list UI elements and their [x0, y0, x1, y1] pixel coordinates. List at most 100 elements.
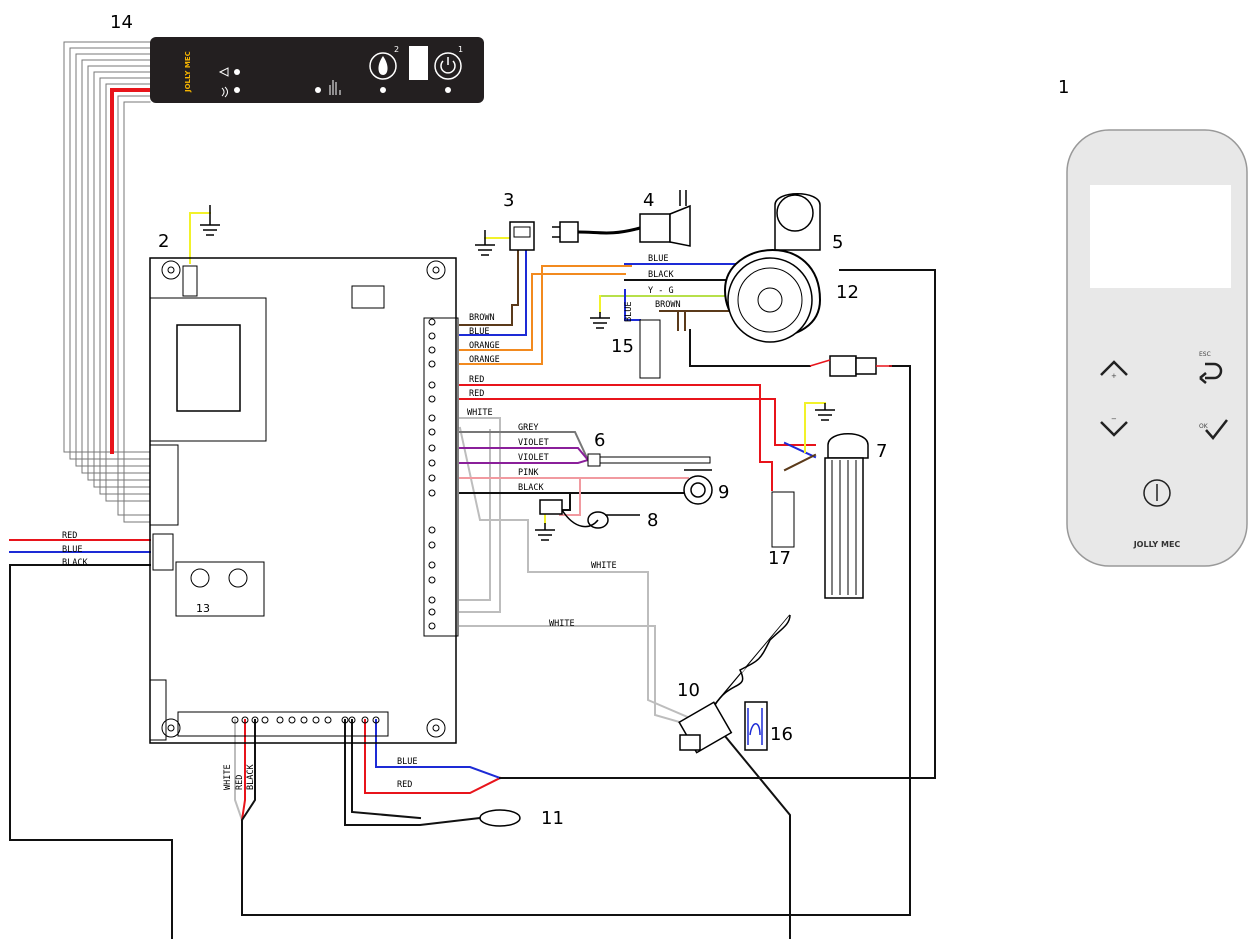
wire-label: RED	[469, 389, 484, 399]
callout-6: 6	[594, 430, 605, 451]
igniter	[824, 433, 869, 599]
callout-10: 10	[677, 680, 700, 701]
wire-label: WHITE	[591, 561, 617, 571]
remote-ok-button[interactable]: OK	[1199, 419, 1228, 440]
remote-control: + ESC − OK JOLLY MEC	[1066, 129, 1248, 567]
panel-marker-1: 1	[458, 45, 463, 54]
bottom-terminal-strip	[231, 716, 380, 724]
control-board	[149, 257, 459, 744]
wire-label: ORANGE	[469, 355, 500, 365]
warning-icon	[218, 67, 229, 77]
remote-down-button[interactable]: −	[1100, 415, 1128, 437]
wifi-icon	[221, 86, 228, 98]
ribbon-cable	[63, 41, 151, 523]
callout-13: 13	[196, 602, 210, 615]
callout-8: 8	[647, 510, 658, 531]
plus-label: +	[1111, 372, 1117, 380]
wire-label: BLUE	[62, 545, 82, 555]
panel-indicator	[234, 87, 240, 93]
wire-labels: BROWN BLUE ORANGE ORANGE RED RED WHITE G…	[62, 254, 681, 790]
fuse	[182, 265, 198, 297]
panel-brand: JOLLY MEC	[184, 51, 192, 93]
back-icon	[1205, 362, 1223, 380]
wire-label: BLUE	[624, 302, 634, 322]
remote-power-button[interactable]	[1143, 479, 1171, 507]
power-plug	[552, 190, 691, 247]
wire-label: BROWN	[469, 313, 495, 323]
remote-screen	[1090, 185, 1231, 288]
wire-label: RED	[235, 775, 245, 790]
remote-up-button[interactable]: +	[1100, 360, 1128, 380]
wire-label: RED	[469, 375, 484, 385]
wire-label: BLUE	[397, 757, 417, 767]
wires	[9, 41, 936, 939]
panel-indicator	[234, 69, 240, 75]
callout-5: 5	[832, 232, 843, 253]
wire-label: PINK	[518, 468, 539, 478]
flame-icon	[378, 56, 388, 75]
flame-button[interactable]	[369, 52, 397, 80]
power-switch	[509, 221, 535, 251]
wire-label: ORANGE	[469, 341, 500, 351]
terminal-strip	[423, 317, 459, 637]
power-button[interactable]	[434, 52, 462, 80]
ground-symbols	[200, 205, 835, 541]
callout-11: 11	[541, 808, 564, 829]
esc-label: ESC	[1199, 351, 1211, 358]
remote-esc-button[interactable]: ESC	[1199, 351, 1223, 384]
panel-indicator	[445, 87, 451, 93]
panel-indicator	[380, 87, 386, 93]
wire-label: BLACK	[62, 558, 88, 568]
callout-1: 1	[1058, 77, 1069, 98]
wire-label: WHITE	[549, 619, 575, 629]
callout-9: 9	[718, 482, 729, 503]
callout-7: 7	[876, 441, 887, 462]
ok-label: OK	[1199, 423, 1209, 430]
callouts: 1 2 3 4 5 6 7 8 9 10 11 12 13 14 15 16 1…	[110, 12, 1069, 829]
fan-connector	[809, 355, 892, 377]
wire-label: VIOLET	[518, 453, 549, 463]
control-panel: JOLLY MEC 2 1	[150, 37, 484, 103]
thermocouple-11	[479, 809, 521, 827]
auger-motor	[678, 614, 791, 754]
callout-14: 14	[110, 12, 133, 33]
ribbon-red-wire	[110, 88, 152, 454]
wire-label: GREY	[518, 423, 538, 433]
callout-16: 16	[770, 724, 793, 745]
sensor-16	[744, 701, 768, 751]
panel-marker-2: 2	[394, 45, 399, 54]
wire-label: WHITE	[223, 764, 233, 790]
callout-12: 12	[836, 282, 859, 303]
temperature-probe	[587, 453, 711, 467]
wire-label: Y - G	[648, 286, 674, 296]
remote-brand: JOLLY MEC	[1133, 540, 1181, 549]
power-icon	[1143, 479, 1171, 507]
capacitor-15	[639, 319, 661, 379]
check-icon	[1205, 419, 1228, 440]
wire-label: VIOLET	[518, 438, 549, 448]
callout-15: 15	[611, 336, 634, 357]
callout-4: 4	[643, 190, 654, 211]
wire-label: BROWN	[655, 300, 681, 310]
thermostat-8	[539, 499, 640, 529]
callout-3: 3	[503, 190, 514, 211]
wire-label: RED	[397, 780, 412, 790]
panel-indicator	[315, 87, 321, 93]
chevron-up-icon	[1100, 360, 1128, 376]
wire-label: BLACK	[246, 764, 256, 790]
left-connector	[152, 533, 174, 571]
wire-label: BLUE	[469, 327, 489, 337]
callout-2: 2	[158, 231, 169, 252]
transformer	[149, 297, 267, 442]
wire-label: BLUE	[648, 254, 668, 264]
wire-label: BLACK	[648, 270, 674, 280]
wire-label: RED	[62, 531, 77, 541]
fan	[723, 193, 822, 343]
minus-label: −	[1111, 415, 1117, 423]
callout-17: 17	[768, 548, 791, 569]
power-level-icon	[329, 80, 341, 95]
pressure-switch	[683, 469, 713, 505]
chevron-down-icon	[1100, 421, 1128, 437]
wire-label: BLACK	[518, 483, 544, 493]
